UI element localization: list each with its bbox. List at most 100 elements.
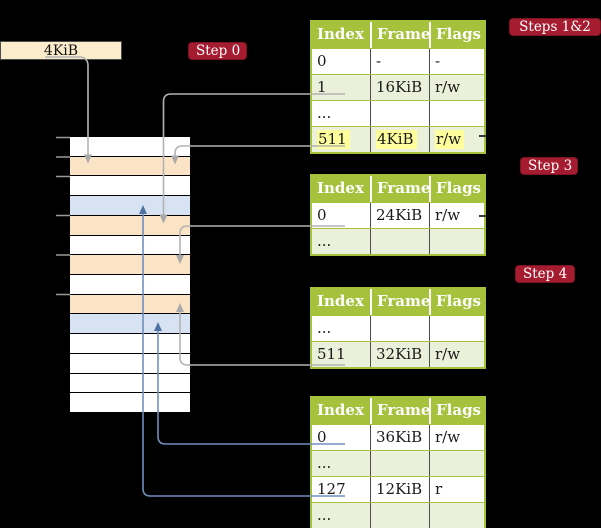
table-cell: [370, 316, 429, 341]
table-cell-text: 4KiB: [376, 130, 417, 149]
table-cell: -: [429, 49, 484, 74]
table-cell-text: 12KiB: [376, 480, 423, 498]
table-cell: [370, 451, 429, 476]
table-row: 511 4KiB r/w: [312, 126, 484, 152]
table-cell: [370, 101, 429, 126]
table-cell-text: ...: [317, 319, 332, 337]
table-cell: [429, 451, 484, 476]
memory-frame-row: [70, 176, 190, 197]
table-cell-text: 36KiB: [376, 428, 423, 446]
table-row: ...: [312, 450, 484, 476]
page-size-box: 4KiB: [0, 41, 122, 60]
memory-frame-row: [70, 196, 190, 216]
table-cell-text: 0: [317, 52, 327, 70]
table-cell-text: 16KiB: [376, 78, 423, 96]
table-cell: r/w: [429, 75, 484, 100]
table-cell: [429, 229, 484, 254]
table-cell: r/w: [429, 127, 484, 152]
table-cell: 4KiB: [370, 127, 429, 152]
table-cell: [370, 229, 429, 254]
table-cell: r/w: [429, 203, 484, 228]
table-cell: ...: [312, 451, 370, 476]
column-header: Index: [317, 401, 364, 419]
column-header: Index: [317, 179, 364, 197]
table-cell: [429, 316, 484, 341]
badge-steps-1-2: Steps 1&2: [509, 18, 601, 36]
table-row: ...: [312, 100, 484, 126]
table-cell: -: [370, 49, 429, 74]
memory-frame-row: [70, 215, 190, 236]
column-header: Frame: [370, 289, 429, 315]
column-header: Flags: [429, 22, 484, 48]
table-cell: r: [429, 477, 484, 502]
table-cell-text: 24KiB: [376, 206, 423, 224]
memory-frame-row: [70, 393, 190, 413]
table-cell-text: r/w: [435, 130, 465, 149]
table-cell: r/w: [429, 425, 484, 450]
table-cell: 0: [312, 203, 370, 228]
memory-frame-row: [70, 314, 190, 335]
table-cell-text: r/w: [435, 428, 461, 446]
table-cell-text: 0: [317, 428, 327, 446]
table-row: 511 32KiB r/w: [312, 341, 484, 367]
table-cell-text: -: [435, 52, 441, 70]
table-cell-text: 511: [317, 345, 346, 363]
table-cell: ...: [312, 229, 370, 254]
table-cell: r/w: [429, 342, 484, 367]
table-cell-text: ...: [317, 104, 332, 122]
memory-frame-row: [70, 353, 190, 374]
table-cell: 16KiB: [370, 75, 429, 100]
table-cell: [429, 503, 484, 528]
column-header: Flags: [429, 398, 484, 424]
table-row: ...: [312, 228, 484, 254]
table-cell-text: ...: [317, 454, 332, 472]
page-size-label: 4KiB: [43, 42, 79, 59]
badge-step-3: Step 3: [520, 157, 578, 175]
memory-stack: [69, 136, 191, 413]
table-cell-text: r: [435, 480, 443, 498]
memory-frame-row: [70, 334, 190, 354]
table-cell: ...: [312, 101, 370, 126]
table-row: 0 --: [312, 48, 484, 74]
column-header: Index: [317, 292, 364, 310]
table-cell-text: r/w: [435, 206, 461, 224]
table-cell: 0: [312, 49, 370, 74]
table-cell-text: r/w: [435, 345, 461, 363]
table-cell-text: 32KiB: [376, 345, 423, 363]
table-cell: 511: [312, 127, 370, 152]
table-row: 127 12KiB r: [312, 476, 484, 502]
table-cell: 12KiB: [370, 477, 429, 502]
table-cell-text: 0: [317, 206, 327, 224]
table-row: 0 36KiB r/w: [312, 424, 484, 450]
table-cell-text: ...: [317, 506, 332, 524]
table-cell-text: ...: [317, 232, 332, 250]
table-cell: 24KiB: [370, 203, 429, 228]
memory-frame-row: [70, 255, 190, 276]
table-cell: [370, 503, 429, 528]
table-cell: 32KiB: [370, 342, 429, 367]
badge-step-0: Step 0: [188, 42, 247, 60]
table-row: 0 24KiB r/w: [312, 202, 484, 228]
column-header: Flags: [429, 176, 484, 202]
memory-frame-row: [70, 275, 190, 295]
table-cell: 127: [312, 477, 370, 502]
column-header: Frame: [370, 398, 429, 424]
table-cell: 36KiB: [370, 425, 429, 450]
memory-frame-row: [70, 373, 190, 394]
table-cell: [429, 101, 484, 126]
memory-frame-row: [70, 235, 190, 256]
table-cell: ...: [312, 503, 370, 528]
table-row: ...: [312, 502, 484, 528]
table-cell: 511: [312, 342, 370, 367]
memory-frame-row: [70, 137, 190, 157]
